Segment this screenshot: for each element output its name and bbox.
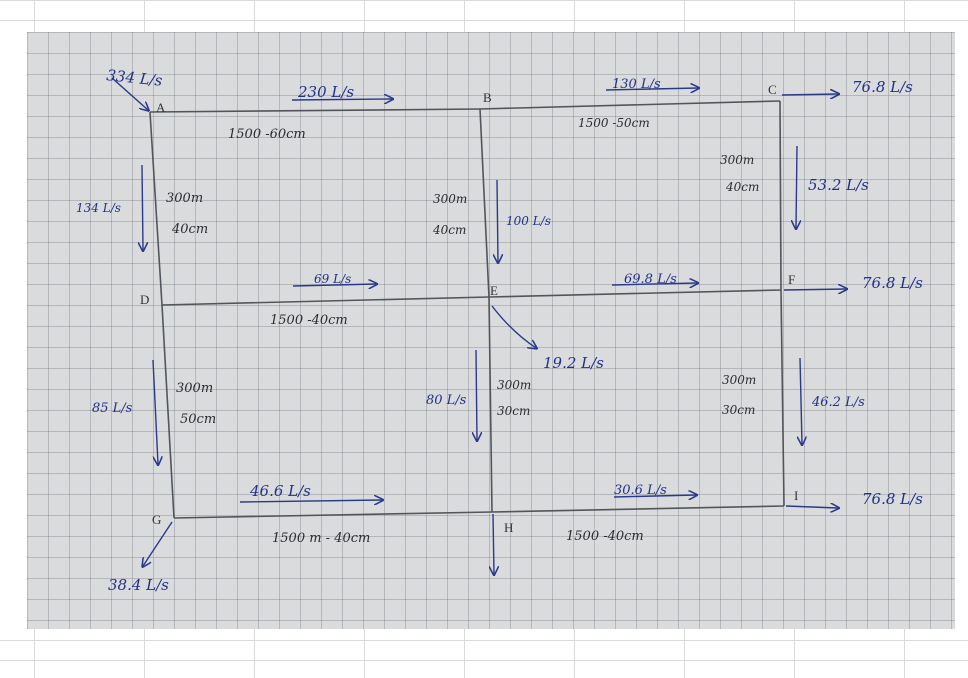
spec-DE: 1500 -40cm <box>270 313 348 328</box>
node-H: H <box>504 520 513 535</box>
pipe-DG <box>161 304 175 519</box>
flow-EH-arrow <box>476 349 477 440</box>
node-F: F <box>788 272 795 287</box>
node-labels: A B C D E F G H I <box>140 82 798 535</box>
node-A: A <box>156 100 166 115</box>
out-G-arrow <box>143 521 173 566</box>
spec-AB: 1500 -60cm <box>228 127 306 142</box>
out-E-label: 19.2 L/s <box>543 354 604 372</box>
flow-FI-arrow <box>800 357 802 444</box>
inflow-A-label: 334 L/s <box>106 66 164 90</box>
pipe-GH <box>173 511 493 519</box>
flow-GH-label: 46.6 L/s <box>249 482 311 500</box>
flow-FI-label: 46.2 L/s <box>811 395 865 410</box>
spec-CF-length: 300m <box>720 153 754 167</box>
pipe-BE <box>479 108 490 298</box>
spec-DG-length: 300m <box>176 381 213 396</box>
pipe-AD <box>149 111 163 306</box>
pipe-spec-labels: 1500 -60cm 1500 -50cm 300m 40cm 300m 40c… <box>166 116 759 546</box>
node-I: I <box>794 488 798 503</box>
spec-BC: 1500 -50cm <box>578 116 650 130</box>
flow-AD-arrow <box>142 164 143 250</box>
spec-BE-diameter: 40cm <box>432 223 466 237</box>
flow-EH-label: 80 L/s <box>426 393 467 408</box>
flow-GH-arrow <box>239 500 382 502</box>
spec-BE-length: 300m <box>433 192 467 206</box>
out-F-label: 76.8 L/s <box>862 274 923 292</box>
flow-EF-arrow <box>611 283 697 285</box>
pipe-network-diagram: A B C D E F G H I 334 L/s 230 L/s 130 L/… <box>76 66 923 594</box>
flow-AB-label: 230 L/s <box>297 83 354 101</box>
node-D: D <box>140 292 149 307</box>
spec-EH-length: 300m <box>497 378 531 392</box>
flow-labels: 334 L/s 230 L/s 130 L/s 76.8 L/s 134 L/s… <box>76 66 923 594</box>
spec-EH-diameter: 30cm <box>497 404 530 418</box>
inflow-A-arrow <box>111 77 148 110</box>
spec-GH: 1500 m - 40cm <box>272 531 370 546</box>
spec-FI-diameter: 30cm <box>722 403 755 417</box>
pipe-FI <box>780 289 785 507</box>
spec-HI: 1500 -40cm <box>566 529 644 544</box>
node-E: E <box>490 283 498 298</box>
flow-EF-label: 69.8 L/s <box>624 272 677 287</box>
flow-arrows <box>111 77 846 574</box>
pipes <box>149 100 785 519</box>
out-H-arrow <box>493 513 494 574</box>
pipe-network-photo[interactable]: A B C D E F G H I 334 L/s 230 L/s 130 L/… <box>27 32 955 629</box>
spec-AD-length: 300m <box>166 191 203 206</box>
flow-HI-arrow <box>613 495 696 497</box>
out-C-arrow <box>781 94 838 95</box>
flow-AB-arrow <box>291 99 392 100</box>
flow-AD-label: 134 L/s <box>76 201 121 215</box>
flow-DE-arrow <box>292 284 376 286</box>
node-B: B <box>483 90 492 105</box>
pipe-AB <box>149 108 481 113</box>
spec-DG-diameter: 50cm <box>180 412 216 427</box>
pipe-BC <box>479 100 781 110</box>
flow-DE-label: 69 L/s <box>314 272 351 286</box>
flow-DG-label: 85 L/s <box>92 401 133 416</box>
out-E-arrow <box>491 305 536 348</box>
node-C: C <box>768 82 777 97</box>
flow-DG-arrow <box>152 359 158 464</box>
flow-BE-arrow <box>497 179 498 262</box>
out-I-label: 76.8 L/s <box>862 490 923 508</box>
flow-BE-label: 100 L/s <box>506 214 551 228</box>
spec-AD-diameter: 40cm <box>171 222 208 237</box>
pipe-HI <box>491 505 785 513</box>
flow-CF-label: 53.2 L/s <box>808 176 869 194</box>
flow-CF-arrow <box>796 145 797 228</box>
spec-CF-diameter: 40cm <box>725 180 759 194</box>
out-F-arrow <box>783 289 846 290</box>
flow-HI-label: 30.6 L/s <box>614 483 667 498</box>
spec-FI-length: 300m <box>722 373 756 387</box>
out-G-label: 38.4 L/s <box>108 576 169 594</box>
flow-BC-arrow <box>605 88 698 90</box>
out-C-label: 76.8 L/s <box>852 78 913 96</box>
pipe-DE <box>161 296 490 306</box>
out-I-arrow <box>785 506 838 508</box>
pipe-CF <box>779 100 782 291</box>
pipe-EF <box>488 289 782 298</box>
flow-BC-label: 130 L/s <box>612 77 661 92</box>
node-G: G <box>152 512 161 527</box>
pipe-EH <box>488 296 493 513</box>
